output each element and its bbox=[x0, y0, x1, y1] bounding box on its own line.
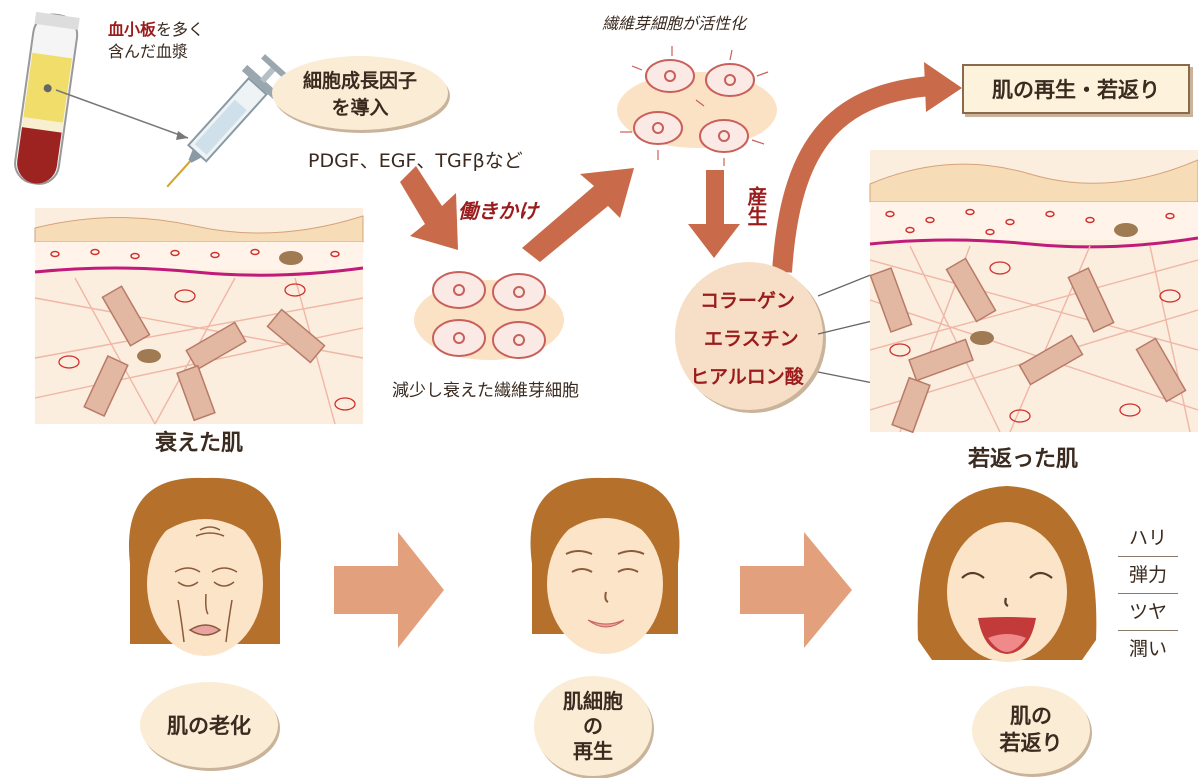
benefit-item: ハリ bbox=[1118, 520, 1178, 557]
young-skin-label: 若返った肌 bbox=[968, 447, 1079, 472]
product-hyaluronic-acid: ヒアルロン酸 bbox=[690, 366, 804, 388]
activated-fibroblasts-label: 繊維芽細胞が活性化 bbox=[602, 14, 747, 33]
young-skin-illustration bbox=[869, 150, 1198, 434]
product-elastin: エラスチン bbox=[704, 328, 799, 350]
benefit-item: ツヤ bbox=[1118, 594, 1178, 631]
product-collagen: コラーゲン bbox=[700, 290, 796, 312]
benefits-list: ハリ 弾力 ツヤ 潤い bbox=[1118, 520, 1178, 667]
aging-face-illustration bbox=[128, 477, 282, 656]
benefit-item: 弾力 bbox=[1118, 557, 1178, 594]
plasma-label-line1: 血小板を多く bbox=[108, 16, 204, 40]
produce-label: 産生 bbox=[744, 186, 768, 226]
rejuvenation-line1: 肌の bbox=[1010, 704, 1052, 728]
rejuvenation-badge: 肌の 若返り bbox=[972, 686, 1090, 774]
plasma-label-rest: を多く bbox=[156, 20, 205, 39]
reduced-fibroblasts-label: 減少し衰えた繊維芽細胞 bbox=[392, 381, 579, 401]
plasma-label-accent: 血小板 bbox=[108, 20, 157, 39]
regeneration-line1: 肌細胞 bbox=[563, 688, 623, 713]
regeneration-line2: の bbox=[583, 713, 603, 738]
result-box: 肌の再生・若返り bbox=[962, 64, 1190, 114]
aged-skin-label: 衰えた肌 bbox=[155, 431, 244, 456]
regeneration-face-illustration bbox=[530, 477, 680, 654]
regeneration-line3: 再生 bbox=[573, 738, 613, 763]
regeneration-badge: 肌細胞 の 再生 bbox=[534, 676, 652, 776]
aging-badge: 肌の老化 bbox=[140, 682, 278, 768]
growth-factor-line2: を導入 bbox=[331, 97, 389, 119]
syringe-illustration bbox=[166, 54, 289, 188]
growth-factor-line1: 細胞成長因子 bbox=[302, 70, 417, 92]
result-label: 肌の再生・若返り bbox=[992, 78, 1160, 102]
products-circle bbox=[675, 262, 823, 410]
action-label: 働きかけ bbox=[458, 199, 538, 223]
test-tube-illustration bbox=[14, 11, 80, 185]
growth-factor-badge: 細胞成長因子を導入 bbox=[272, 56, 448, 130]
factor-list: PDGF、EGF、TGFβなど bbox=[308, 150, 523, 172]
rejuvenation-line2: 若返り bbox=[999, 731, 1063, 755]
plasma-label-line2: 含んだ血漿 bbox=[108, 42, 189, 61]
reduced-fibroblasts-illustration bbox=[414, 271, 564, 360]
activated-fibroblasts-illustration bbox=[617, 46, 777, 166]
rejuvenation-face-illustration bbox=[917, 486, 1097, 662]
plasma-pointer-line bbox=[55, 89, 189, 140]
aged-skin-illustration bbox=[34, 208, 364, 425]
benefit-item: 潤い bbox=[1128, 638, 1167, 660]
aging-badge-label: 肌の老化 bbox=[167, 714, 251, 738]
